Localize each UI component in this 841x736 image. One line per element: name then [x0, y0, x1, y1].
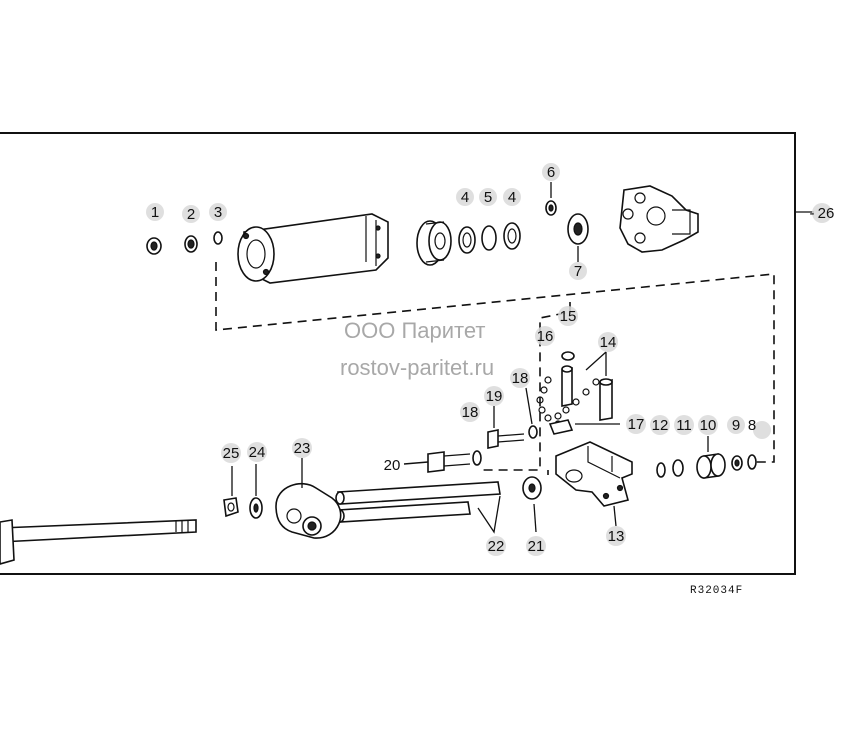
washer-9: [731, 455, 743, 471]
callout-7: 7: [574, 263, 582, 280]
callout-4-left: 4: [461, 189, 469, 206]
callout-16: 16: [537, 328, 554, 345]
callout-3: 3: [214, 204, 222, 221]
clip-15: [561, 351, 575, 361]
callout-1: 1: [151, 204, 159, 221]
callout-6: 6: [547, 164, 555, 181]
callout-11: 11: [676, 417, 692, 434]
nut-25: [223, 497, 239, 518]
end-cap-housing: [619, 185, 699, 253]
callout-8: 8: [748, 417, 756, 434]
spacer-21: [522, 476, 542, 500]
callout-17: 17: [628, 416, 645, 433]
washer-2: [184, 235, 198, 253]
callout-24: 24: [249, 444, 266, 461]
watermark-company: ООО Паритет: [344, 318, 485, 343]
bolt-19: [487, 429, 525, 449]
callout-4-right: 4: [508, 189, 516, 206]
washer-18-upper: [528, 425, 538, 439]
callout-5: 5: [484, 189, 492, 206]
washer-12: [656, 462, 666, 478]
nut-6: [545, 200, 557, 216]
watermark-url: rostov-paritet.ru: [340, 355, 494, 380]
callout-12: 12: [652, 417, 669, 434]
callout-26-dash: -: [810, 205, 815, 222]
lock-pin-14: [599, 378, 613, 421]
drawing-code: R32034F: [690, 585, 743, 597]
nut-1: [146, 237, 162, 255]
callout-19: 19: [486, 388, 503, 405]
leader-22: [477, 495, 501, 534]
callout-23: 23: [294, 440, 311, 457]
callout-14: 14: [600, 334, 617, 351]
callout-20: 20: [384, 457, 401, 474]
chain-14: [536, 376, 600, 428]
rods-22: [335, 481, 501, 523]
frame-border: [0, 132, 796, 575]
leader-18-upper: [525, 387, 533, 425]
bushing-7: [567, 213, 589, 245]
washer-24: [249, 497, 263, 519]
assembly-dashed-line: [215, 262, 775, 463]
callout-22: 22: [488, 538, 505, 555]
leader-13: [613, 505, 617, 527]
callout-10: 10: [700, 417, 717, 434]
pin-16: [561, 365, 573, 407]
callout-13: 13: [608, 528, 625, 545]
bolt-20: [403, 450, 482, 473]
callout-15: 15: [560, 308, 577, 325]
o-ring-8: [747, 454, 757, 470]
leader-14: [585, 351, 607, 376]
link-17: [548, 419, 574, 435]
callout-21: 21: [528, 538, 545, 555]
bracket-13: [555, 441, 633, 507]
ring-4-left: [458, 226, 476, 254]
shaft: [0, 519, 197, 565]
o-ring-3: [213, 231, 223, 245]
callout-26: 26: [818, 205, 835, 222]
o-ring-5: [481, 225, 497, 251]
piston: [416, 220, 452, 266]
callout-18-upper: 18: [512, 370, 529, 387]
ring-4-right: [503, 222, 521, 250]
callout-18-lower: 18: [462, 404, 479, 421]
o-ring-11: [672, 459, 684, 477]
callout-25: 25: [223, 445, 240, 462]
cylinder-body: [237, 213, 389, 284]
callout-bubbles: [146, 163, 832, 556]
callout-2: 2: [187, 206, 195, 223]
bushing-10: [696, 453, 726, 479]
callout-9: 9: [732, 417, 740, 434]
leader-21: [533, 503, 537, 533]
lever-23: [275, 482, 342, 539]
